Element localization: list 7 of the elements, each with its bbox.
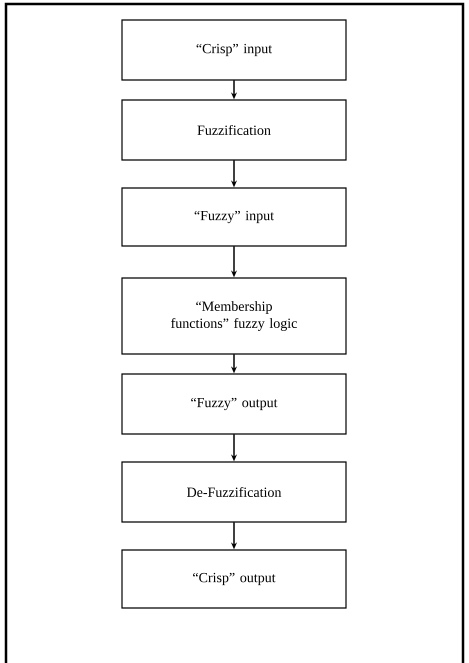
process-box: “Membership functions” fuzzy logic [121,277,347,355]
process-box: De-Fuzzification [121,461,347,523]
process-box: “Crisp” output [121,549,347,609]
process-box: Fuzzification [121,99,347,161]
process-box: “Crisp” input [121,19,347,81]
process-box: “Fuzzy” input [121,187,347,247]
process-box: “Fuzzy” output [121,373,347,435]
